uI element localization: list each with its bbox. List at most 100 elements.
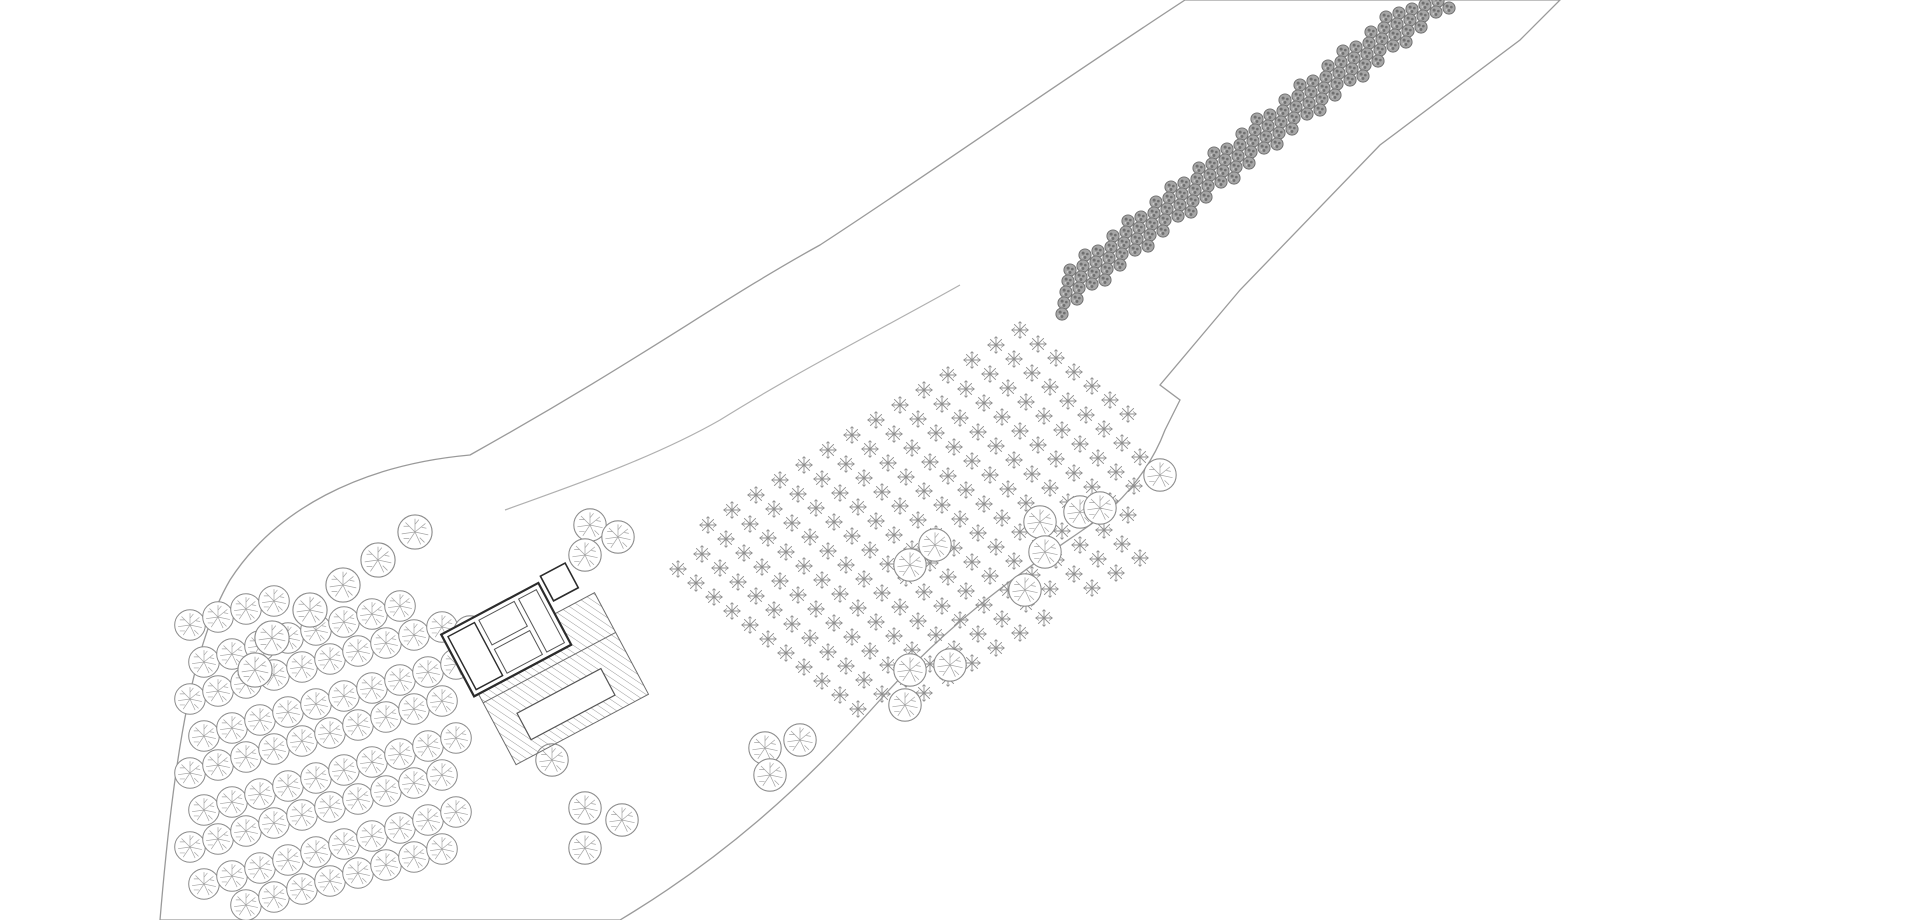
house-wall-segment: [473, 643, 572, 698]
deciduous-tree-icon: [398, 841, 430, 873]
olive-tree-icon: [1304, 85, 1318, 99]
house-terrace-edge: [482, 632, 616, 704]
deciduous-tree-icon: [893, 653, 927, 687]
palm-tree-icon: [855, 469, 873, 487]
deciduous-tree-icon: [216, 860, 248, 892]
palm-tree-icon: [1107, 564, 1125, 582]
palm-tree-icon: [759, 529, 777, 547]
palm-tree-icon: [969, 524, 987, 542]
deciduous-tree-icon: [605, 803, 639, 837]
palm-tree-icon: [849, 700, 867, 718]
palm-tree-icon: [987, 538, 1005, 556]
olive-tree-icon: [1293, 78, 1307, 92]
palm-tree-icon: [849, 599, 867, 617]
olive-tree-icon: [1076, 259, 1090, 273]
olive-tree-icon: [1218, 153, 1232, 167]
olive-tree-icon: [1287, 111, 1301, 125]
olive-tree-icon: [1233, 138, 1247, 152]
palm-tree-icon: [939, 366, 957, 384]
olive-tree-icon: [1057, 296, 1071, 310]
olive-tree-icon: [1343, 73, 1357, 87]
deciduous-tree-icon: [272, 696, 304, 728]
olive-tree-icon: [1257, 141, 1271, 155]
palm-tree-icon: [831, 585, 849, 603]
deciduous-tree-icon: [412, 804, 444, 836]
palm-tree-icon: [753, 558, 771, 576]
palm-tree-icon: [951, 409, 969, 427]
olive-tree-icon: [1403, 13, 1417, 27]
palm-tree-icon: [825, 513, 843, 531]
palm-tree-icon: [711, 559, 729, 577]
olive-tree-icon: [1390, 17, 1404, 31]
palm-tree-icon: [819, 542, 837, 560]
house-room-3: [493, 629, 544, 674]
palm-tree-icon: [915, 583, 933, 601]
deciduous-tree-icon: [286, 651, 318, 683]
deciduous-tree-icon: [370, 849, 402, 881]
palm-tree-icon: [975, 596, 993, 614]
palm-tree-icon: [1041, 479, 1059, 497]
olive-tree-icon: [1104, 240, 1118, 254]
olive-tree-icon: [1175, 187, 1189, 201]
olive-grove: [1055, 0, 1456, 321]
palm-tree-icon: [1029, 335, 1047, 353]
palm-tree-icon: [729, 573, 747, 591]
olive-tree-icon: [1201, 179, 1215, 193]
palm-tree-icon: [873, 584, 891, 602]
deciduous-tree-icon: [918, 528, 952, 562]
deciduous-tree-icon: [328, 680, 360, 712]
palm-tree-icon: [1011, 624, 1029, 642]
deciduous-tree-icon: [272, 770, 304, 802]
palm-tree-icon: [843, 628, 861, 646]
olive-tree-icon: [1375, 32, 1389, 46]
palm-tree-icon: [849, 498, 867, 516]
olive-tree-icon: [1315, 92, 1329, 106]
palm-tree-icon: [1107, 463, 1125, 481]
deciduous-tree-icon: [426, 833, 458, 865]
olive-tree-icon: [1192, 161, 1206, 175]
palm-tree-icon: [765, 601, 783, 619]
deciduous-tree-icon: [325, 567, 361, 603]
deciduous-tree-icon: [314, 865, 346, 897]
deciduous-tree-icon: [1028, 535, 1062, 569]
olive-tree-icon: [1102, 251, 1116, 265]
olive-tree-icon: [1190, 172, 1204, 186]
palm-tree-icon: [855, 570, 873, 588]
palm-tree-icon: [1005, 552, 1023, 570]
deciduous-tree-icon: [356, 820, 388, 852]
palm-tree-icon: [951, 510, 969, 528]
palm-tree-icon: [1119, 506, 1137, 524]
palm-tree-icon: [1101, 391, 1119, 409]
palm-tree-icon: [1017, 393, 1035, 411]
palm-tree-icon: [891, 497, 909, 515]
olive-tree-icon: [1061, 274, 1075, 288]
olive-tree-icon: [1274, 115, 1288, 129]
deciduous-tree-icon: [258, 807, 290, 839]
palm-tree-icon: [783, 615, 801, 633]
palm-tree-icon: [927, 626, 945, 644]
olive-tree-icon: [1087, 266, 1101, 280]
olive-tree-icon: [1072, 281, 1086, 295]
site-boundary: [159, 0, 1561, 920]
deciduous-tree-icon: [384, 738, 416, 770]
palm-tree-icon: [885, 627, 903, 645]
palm-tree-icon: [855, 671, 873, 689]
deciduous-tree-icon: [384, 590, 416, 622]
palm-tree-icon: [1065, 565, 1083, 583]
palm-tree-icon: [993, 408, 1011, 426]
palm-tree-icon: [921, 453, 939, 471]
palm-tree-icon: [915, 482, 933, 500]
deciduous-tree-icon: [202, 823, 234, 855]
deciduous-tree-icon: [384, 812, 416, 844]
deciduous-tree-icon: [1083, 491, 1117, 525]
olive-tree-icon: [1134, 210, 1148, 224]
palm-tree-icon: [813, 672, 831, 690]
deciduous-tree-icon: [356, 672, 388, 704]
palm-tree-icon: [957, 380, 975, 398]
olive-tree-icon: [1143, 228, 1157, 242]
olive-tree-icon: [1405, 2, 1419, 16]
palm-tree-icon: [861, 642, 879, 660]
palm-tree-icon: [843, 527, 861, 545]
deciduous-tree-icon: [174, 757, 206, 789]
palm-tree-icon: [1071, 536, 1089, 554]
